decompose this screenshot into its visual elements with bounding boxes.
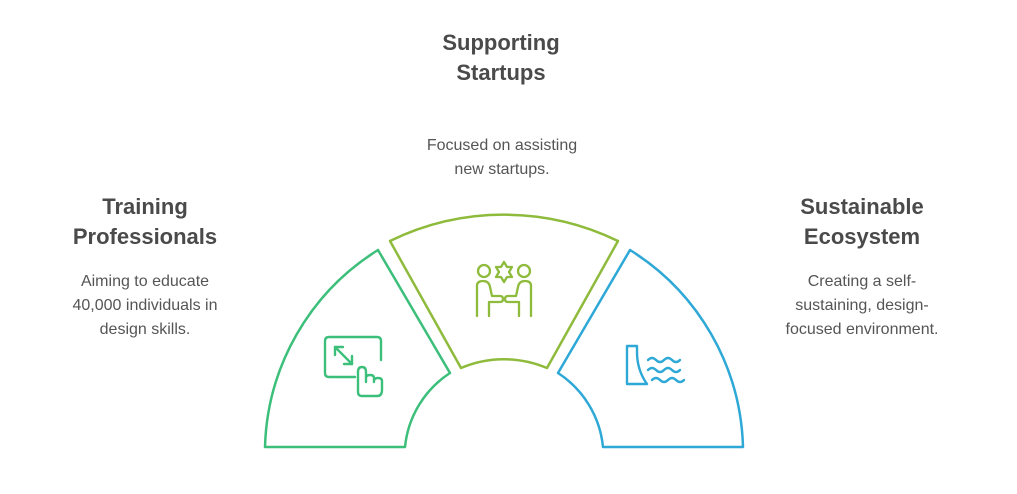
left-desc-line2: 40,000 individuals in <box>72 297 218 314</box>
center-desc-line2: new startups. <box>454 161 550 178</box>
right-desc-line2: sustaining, design- <box>795 297 929 314</box>
left-desc-line1: Aiming to educate <box>80 273 210 290</box>
meeting-icon <box>475 260 533 318</box>
center-title: Supporting Startups <box>401 28 601 88</box>
right-description: Creating a self- sustaining, design- foc… <box>752 270 972 342</box>
right-title-line1: Sustainable <box>800 194 924 219</box>
left-desc-line3: design skills. <box>99 321 191 338</box>
center-desc-line1: Focused on assisting <box>426 137 578 154</box>
left-title-line2: Professionals <box>72 224 218 249</box>
center-description: Focused on assisting new startups. <box>389 134 615 182</box>
dam-water-icon <box>625 344 686 386</box>
right-title: Sustainable Ecosystem <box>757 192 967 252</box>
left-title: Training Professionals <box>40 192 250 252</box>
left-description: Aiming to educate 40,000 individuals in … <box>30 270 260 342</box>
segment-sustainable-ecosystem <box>556 248 745 449</box>
right-desc-line3: focused environment. <box>785 321 939 338</box>
center-title-line1: Supporting <box>442 30 560 55</box>
segment-training-professionals <box>263 248 452 449</box>
center-title-line2: Startups <box>456 60 546 85</box>
segment-supporting-startups <box>388 213 620 370</box>
left-title-line1: Training <box>102 194 188 219</box>
right-desc-line1: Creating a self- <box>807 273 917 290</box>
right-title-line2: Ecosystem <box>803 224 921 249</box>
touch-resize-icon <box>323 335 384 398</box>
